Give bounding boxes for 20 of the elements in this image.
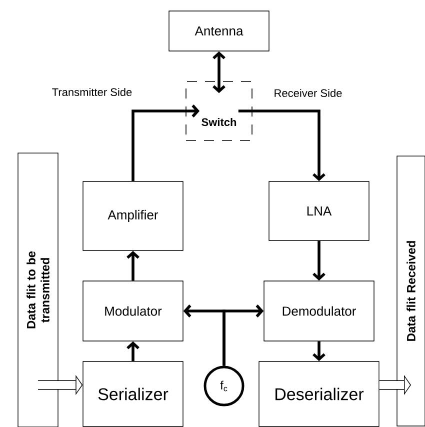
- arrow: [132, 104, 200, 182]
- block-box: Demodulator: [264, 280, 374, 342]
- arrow: [126, 250, 140, 281]
- block-box: Antenna: [168, 10, 270, 52]
- data-flit-box: Data flit Received: [396, 156, 425, 426]
- arrow: [212, 51, 226, 94]
- arrow: [312, 341, 326, 362]
- data-flit-box: Data flit to be transmitted: [18, 152, 58, 427]
- arrow: [126, 341, 140, 362]
- arrow: [312, 240, 326, 281]
- side-label: Receiver Side: [274, 88, 342, 98]
- switch-box: Switch: [186, 81, 252, 141]
- block-box: Amplifier: [82, 181, 184, 251]
- block-box: Modulator: [82, 280, 184, 342]
- side-label: Transmitter Side: [52, 88, 132, 96]
- block-box: Serializer: [82, 361, 184, 427]
- arrow: [222, 304, 264, 366]
- arrow: [238, 110, 326, 182]
- block-box: LNA: [268, 181, 370, 241]
- block-box: Deserializer: [258, 361, 380, 427]
